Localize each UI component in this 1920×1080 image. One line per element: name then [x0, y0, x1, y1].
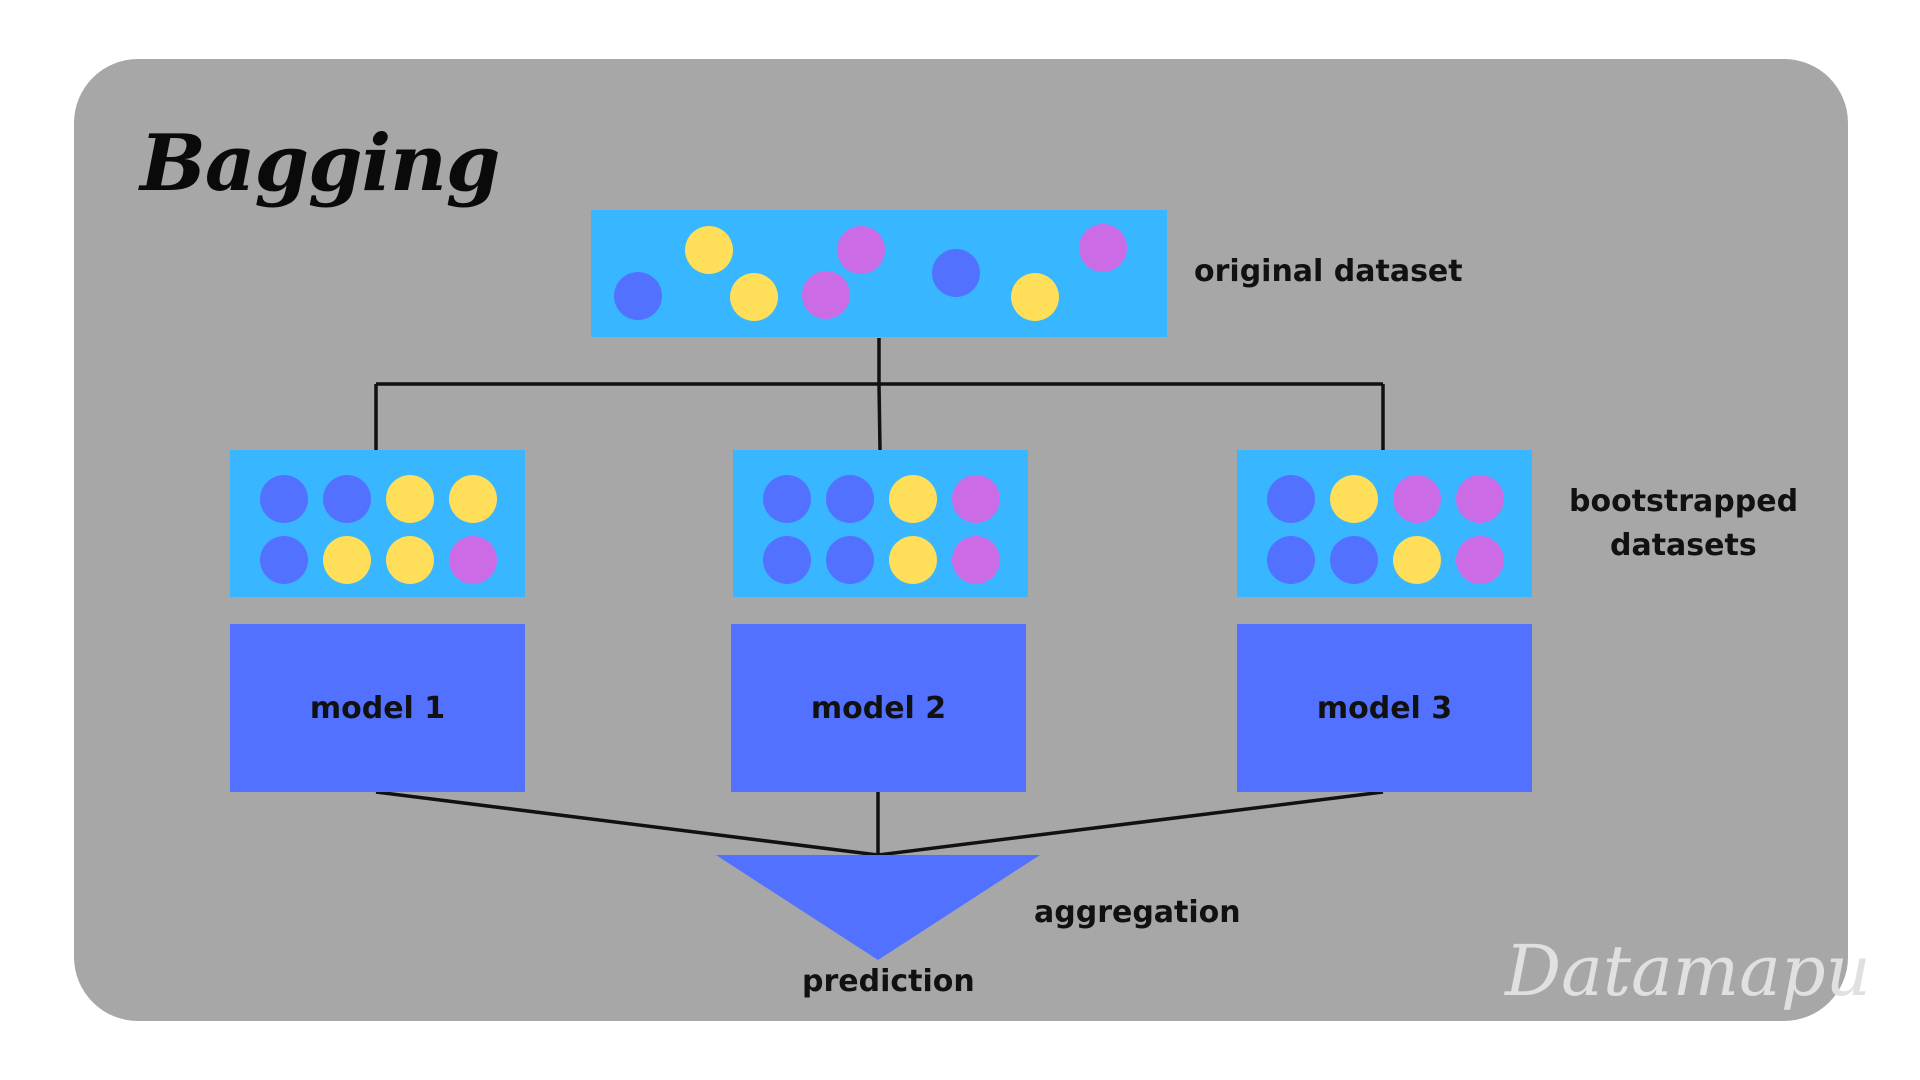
- purple-data-point: [449, 536, 497, 584]
- yellow-data-point: [386, 536, 434, 584]
- blue-data-point: [323, 475, 371, 523]
- model-1-box: model 1: [230, 624, 525, 792]
- blue-data-point: [826, 475, 874, 523]
- blue-data-point: [826, 536, 874, 584]
- model-2-box: model 2: [731, 624, 1026, 792]
- bootstrapped-dataset-2: [733, 450, 1028, 597]
- blue-data-point: [1267, 536, 1315, 584]
- model-3-label: model 3: [1316, 690, 1453, 726]
- yellow-data-point: [1011, 273, 1059, 321]
- yellow-data-point: [323, 536, 371, 584]
- yellow-data-point: [889, 536, 937, 584]
- model-3-box: model 3: [1237, 624, 1532, 792]
- blue-data-point: [260, 536, 308, 584]
- purple-data-point: [952, 536, 1000, 584]
- blue-data-point: [763, 536, 811, 584]
- yellow-data-point: [730, 273, 778, 321]
- bootstrapped-label-line1: bootstrapped: [1569, 484, 1799, 519]
- blue-data-point: [614, 272, 662, 320]
- yellow-data-point: [1330, 475, 1378, 523]
- original-dataset-label: original dataset: [1194, 254, 1463, 289]
- purple-data-point: [1079, 224, 1127, 272]
- datamapu-watermark: Datamapu: [1505, 930, 1871, 1012]
- bootstrapped-dataset-1: [230, 450, 525, 597]
- blue-data-point: [932, 249, 980, 297]
- bootstrapped-label-line2: datasets: [1610, 528, 1757, 563]
- model-1-label: model 1: [309, 690, 446, 726]
- purple-data-point: [1456, 536, 1504, 584]
- purple-data-point: [1393, 475, 1441, 523]
- yellow-data-point: [449, 475, 497, 523]
- model-2-label: model 2: [810, 690, 947, 726]
- purple-data-point: [952, 475, 1000, 523]
- yellow-data-point: [685, 226, 733, 274]
- yellow-data-point: [889, 475, 937, 523]
- purple-data-point: [837, 226, 885, 274]
- bootstrapped-dataset-3: [1237, 450, 1532, 597]
- blue-data-point: [763, 475, 811, 523]
- blue-data-point: [260, 475, 308, 523]
- blue-data-point: [1267, 475, 1315, 523]
- original-dataset-box: [591, 210, 1167, 337]
- yellow-data-point: [386, 475, 434, 523]
- yellow-data-point: [1393, 536, 1441, 584]
- prediction-label: prediction: [802, 964, 975, 999]
- diagram-title: Bagging: [140, 118, 500, 209]
- blue-data-point: [1330, 536, 1378, 584]
- purple-data-point: [1456, 475, 1504, 523]
- purple-data-point: [802, 271, 850, 319]
- aggregation-label: aggregation: [1034, 895, 1241, 930]
